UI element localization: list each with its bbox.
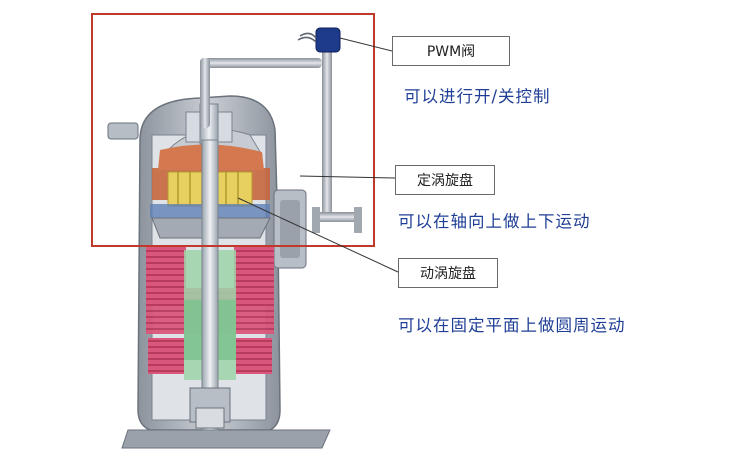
- orbiting-scroll-label-box: 动涡旋盘: [398, 258, 498, 288]
- fixed-scroll-label: 定涡旋盘: [417, 170, 473, 190]
- orbiting-scroll-label: 动涡旋盘: [420, 263, 476, 283]
- orbiting-scroll-description: 可以在固定平面上做圆周运动: [398, 312, 626, 336]
- fixed-scroll-description: 可以在轴向上做上下运动: [398, 208, 591, 232]
- pwm-valve-label-box: PWM阀: [392, 36, 510, 66]
- pwm-valve-description: 可以进行开/关控制: [404, 83, 551, 107]
- pwm-valve-label: PWM阀: [427, 41, 475, 61]
- fixed-scroll-label-box: 定涡旋盘: [395, 165, 495, 195]
